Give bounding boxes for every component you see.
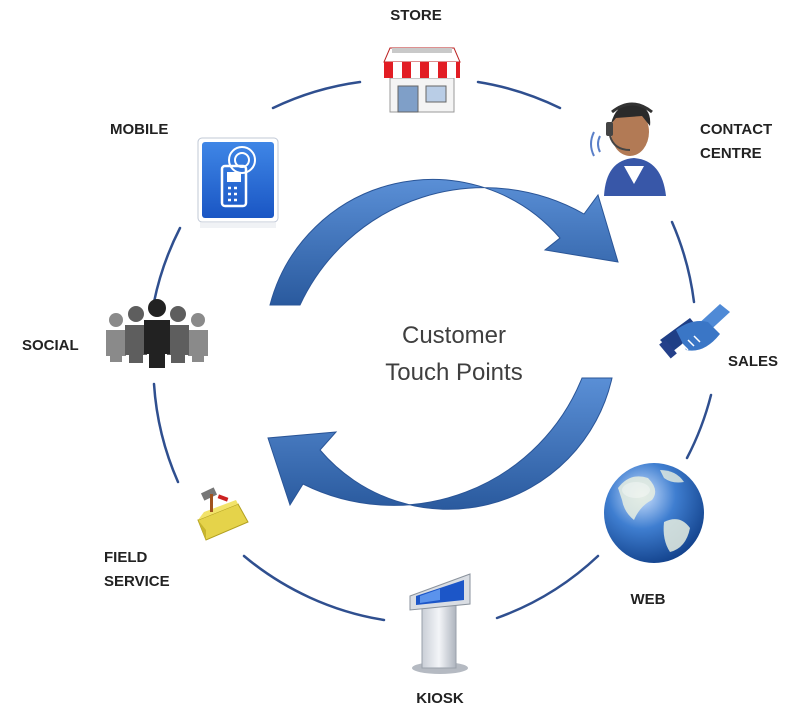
label-field-line1: FIELD: [104, 549, 147, 566]
store-icon: [383, 47, 461, 113]
arrow-bottom: [267, 377, 613, 510]
toolbox-icon: [197, 487, 249, 541]
label-store: STORE: [390, 7, 441, 24]
people-group-icon: [106, 299, 208, 368]
label-contact-line2: CENTRE: [700, 145, 762, 162]
outer-ring: [152, 80, 713, 622]
label-kiosk: KIOSK: [416, 690, 464, 707]
label-contact-line1: CONTACT: [700, 121, 772, 138]
kiosk-icon: [409, 573, 471, 674]
handshake-icon: [659, 304, 730, 359]
cycle-arrows: [267, 179, 619, 510]
mobile-phone-icon: [197, 137, 279, 228]
label-web: WEB: [631, 591, 666, 608]
label-social: SOCIAL: [22, 337, 79, 354]
label-mobile: MOBILE: [110, 121, 168, 138]
center-title-line1: Customer: [402, 322, 506, 349]
label-sales: SALES: [728, 353, 778, 370]
call-agent-icon: [590, 102, 666, 196]
globe-icon: [604, 463, 704, 563]
arrow-top: [269, 179, 619, 306]
label-field-line2: SERVICE: [104, 573, 170, 590]
center-title-line2: Touch Points: [385, 359, 522, 386]
